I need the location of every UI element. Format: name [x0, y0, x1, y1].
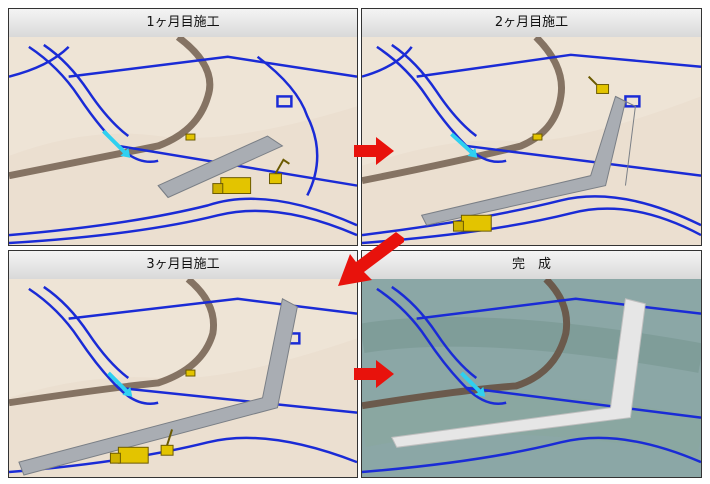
- arrow-right-icon: [354, 360, 394, 388]
- excavator-icon: [160, 429, 174, 456]
- excavator-icon: [269, 158, 290, 185]
- panel-complete: 完 成: [361, 250, 702, 478]
- construction-scene-month-1: [9, 37, 357, 245]
- construction-scene-month-2: [362, 37, 701, 245]
- panel-title: 1ヶ月目施工: [9, 9, 357, 38]
- dump-truck-icon: [109, 446, 149, 464]
- panel-month-3: 3ヶ月目施工: [8, 250, 358, 478]
- excavator-icon: [587, 75, 610, 94]
- construction-scene-month-3: [9, 279, 357, 477]
- panel-month-1: 1ヶ月目施工: [8, 8, 358, 246]
- dump-truck-icon: [452, 214, 492, 232]
- panel-title: 2ヶ月目施工: [362, 9, 701, 38]
- panel-title: 完 成: [362, 251, 701, 280]
- dump-truck-icon: [212, 177, 252, 194]
- arrow-down-left-icon: [338, 232, 404, 286]
- arrow-right-icon: [354, 137, 394, 165]
- panel-month-2: 2ヶ月目施工: [361, 8, 702, 246]
- panel-title: 3ヶ月目施工: [9, 251, 357, 280]
- construction-scene-complete: [362, 279, 701, 477]
